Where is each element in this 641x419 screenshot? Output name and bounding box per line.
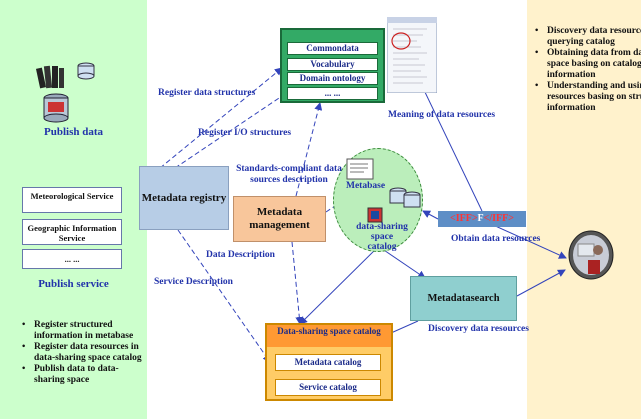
edge-data-description xyxy=(291,241,304,325)
obtain-label: Obtain data resources xyxy=(451,234,541,244)
consumer-bullet: Understanding and using data resources b… xyxy=(535,81,641,114)
consumer-bullet: Obtaining data from data-sharing space b… xyxy=(535,48,641,81)
meteorological-service: Meteorological Service xyxy=(22,187,122,213)
data-description-label: Data Description xyxy=(206,250,275,260)
iff-open-tag: <IFF> xyxy=(450,213,478,224)
more-services: ... ... xyxy=(22,249,122,269)
document-icon xyxy=(346,158,374,180)
consumer-panel: Discovery data resources by querying cat… xyxy=(527,0,641,419)
schema-stack: Commondata Vocabulary Domain ontology ..… xyxy=(280,28,385,103)
edge-standards-compliant xyxy=(295,102,323,197)
publisher-bullet-list: Register structured information in metab… xyxy=(22,320,144,386)
user-photo-icon xyxy=(568,230,614,280)
catalog-book-icon xyxy=(367,207,383,223)
schema-item-commondata: Commondata xyxy=(287,42,378,55)
consumer-bullet: Discovery data resources by querying cat… xyxy=(535,26,641,48)
iff-content: F xyxy=(477,213,484,224)
edge-catalog-down xyxy=(299,241,384,325)
metabase-label: Metabase xyxy=(346,181,386,191)
meaning-label: Meaning of data resources xyxy=(388,110,496,120)
edge-search-to-user xyxy=(516,269,566,297)
data-sharing-catalog: Data-sharing space catalog Metadata cata… xyxy=(265,323,393,401)
register-io-structures-label: Register I/O structures xyxy=(198,128,292,138)
database-icon xyxy=(389,187,421,208)
metadata-registry-box: Metadata registry xyxy=(139,166,229,230)
ontology-thumbnail-icon xyxy=(387,17,437,93)
metadata-catalog-item: Metadata catalog xyxy=(275,354,381,371)
metadata-management-box: Metadata management xyxy=(233,196,326,242)
edge-iff-to-metabase xyxy=(422,210,439,220)
consumer-bullet-list: Discovery data resources by querying cat… xyxy=(535,26,641,114)
edge-register-data-structures xyxy=(159,67,283,169)
publisher-bullet: Register data resources in data-sharing … xyxy=(22,342,144,364)
publisher-bullet: Register structured information in metab… xyxy=(22,320,144,342)
schema-item-vocabulary: Vocabulary xyxy=(287,58,378,71)
iff-close-tag: </IFF> xyxy=(483,213,514,224)
edge-service-description xyxy=(177,229,271,363)
schema-item-more: ... ... xyxy=(287,87,378,100)
service-catalog-item: Service catalog xyxy=(275,379,381,396)
register-data-structures-label: Register data structures xyxy=(158,88,256,98)
edge-register-io-structures xyxy=(174,91,289,169)
data-sharing-catalog-title: Data-sharing space catalog xyxy=(267,325,391,347)
service-stack: Meteorological Service Geographic Inform… xyxy=(18,185,126,271)
schema-item-domain-ontology: Domain ontology xyxy=(287,72,378,85)
publisher-bullet: Publish data to data-sharing space xyxy=(22,364,144,386)
standards-compliant-label: Standards-compliant data sources descrip… xyxy=(236,164,342,185)
geographic-information-service: Geographic Information Service xyxy=(22,219,122,245)
publish-data-label: Publish data xyxy=(44,126,103,138)
database-books-icon xyxy=(35,62,95,123)
discovery-label: Discovery data resources xyxy=(428,324,529,334)
metadatasearch-box: Metadatasearch xyxy=(410,276,517,321)
service-description-label: Service Description xyxy=(154,277,233,287)
metabase-catalog-label: data-sharing space catalog xyxy=(356,222,408,252)
publish-service-label: Publish service xyxy=(38,278,109,290)
iff-format-box: <IFF>F</IFF> xyxy=(438,211,526,227)
